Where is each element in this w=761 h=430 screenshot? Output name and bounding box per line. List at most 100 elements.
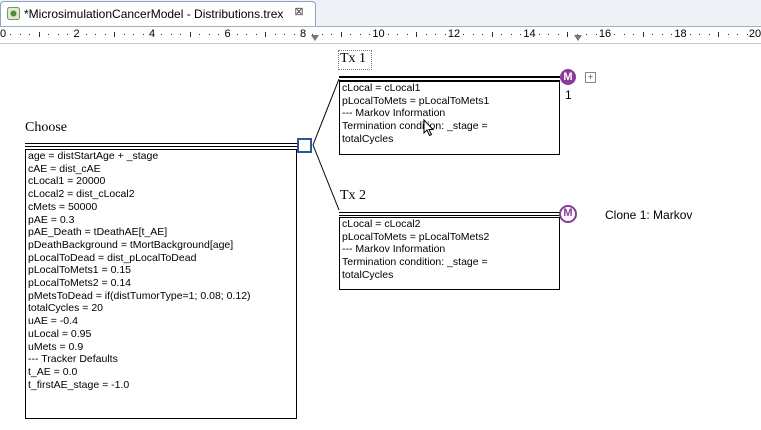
definition-line: pLocalToMets = pLocalToMets2 — [342, 230, 490, 243]
ruler-dot — [397, 34, 399, 35]
ruler-dot — [312, 34, 314, 35]
ruler-dot — [746, 34, 748, 35]
ruler-dot — [218, 34, 220, 35]
ruler-dot — [321, 34, 323, 35]
ruler-tick — [265, 32, 267, 37]
ruler-number: 12 — [447, 28, 461, 40]
definition-line: pLocalToMets1 = 0.15 — [28, 264, 132, 277]
definition-line: Termination condition: _stage = — [342, 256, 488, 269]
ruler-dot — [133, 34, 135, 35]
ruler-dot — [557, 34, 559, 35]
ruler-tick — [642, 32, 644, 37]
ruler-dot — [95, 34, 97, 35]
ruler-number: 6 — [224, 28, 231, 40]
ruler-dot — [359, 34, 361, 35]
ruler-dot — [142, 34, 144, 35]
ruler-dot — [180, 34, 182, 35]
ruler-tick — [38, 32, 40, 37]
ruler-dot — [737, 34, 739, 35]
tx1-label-focus — [338, 50, 372, 70]
definition-line: t_firstAE_stage = -1.0 — [28, 378, 130, 391]
ruler-dot — [444, 34, 446, 35]
tab-title: *MicrosimulationCancerModel - Distributi… — [24, 7, 284, 21]
ruler-tick — [416, 32, 418, 37]
ruler-number: 0 — [0, 28, 7, 40]
definition-line: cLocal = cLocal1 — [342, 82, 421, 94]
ruler-dot — [501, 34, 503, 35]
ruler-dot — [520, 34, 522, 35]
tx1-node-label[interactable]: Tx 1 — [340, 51, 367, 66]
ruler-dot — [10, 34, 12, 35]
definition-line: cAE = dist_cAE — [28, 162, 101, 175]
tx1-branch-count: 1 — [565, 88, 572, 102]
ruler-dot — [661, 34, 663, 35]
definition-line: totalCycles — [342, 132, 394, 145]
ruler-dot — [406, 34, 408, 35]
definition-line: age = distStartAge + _stage — [28, 150, 159, 162]
ruler-dot — [463, 34, 465, 35]
choose-node-definitions[interactable]: age = distStartAge + _stage cAE = dist_c… — [25, 149, 297, 419]
choose-node-label[interactable]: Choose — [25, 120, 67, 135]
ruler-number: 8 — [299, 28, 307, 40]
ruler-dot — [67, 34, 69, 35]
ruler-dot — [246, 34, 248, 35]
ruler-dot — [435, 34, 437, 35]
ruler-dot — [48, 34, 50, 35]
editor-tab[interactable]: *MicrosimulationCancerModel - Distributi… — [0, 1, 316, 26]
ruler-tick — [567, 32, 569, 37]
ruler-dot — [199, 34, 201, 35]
ruler-dot — [350, 34, 352, 35]
ruler-tick — [491, 32, 493, 37]
ruler-number: 14 — [523, 28, 536, 40]
ruler-tick — [114, 32, 116, 37]
definition-line: pAE = 0.3 — [28, 213, 75, 226]
definition-line: --- Markov Information — [342, 243, 446, 256]
ruler-dot — [614, 34, 616, 35]
ruler-tick — [189, 32, 191, 37]
ruler-dot — [57, 34, 59, 35]
choose-node-branch — [25, 143, 297, 147]
definition-line: cMets = 50000 — [28, 200, 98, 213]
tx2-node-definitions[interactable]: cLocal = cLocal2 pLocalToMets = pLocalTo… — [339, 217, 560, 290]
ruler-dot — [236, 34, 238, 35]
tree-file-icon — [7, 7, 20, 20]
ruler-dot — [208, 34, 210, 35]
ruler-dot — [331, 34, 333, 35]
ruler-dot — [387, 34, 389, 35]
ruler-number: 2 — [73, 28, 80, 40]
definition-line: totalCycles = 20 — [28, 302, 103, 315]
ruler-column-marker[interactable] — [574, 35, 582, 41]
ruler-column-marker[interactable] — [311, 35, 319, 41]
ruler-dot — [29, 34, 31, 35]
ruler-number: 4 — [148, 28, 156, 40]
ruler-dot — [255, 34, 257, 35]
markov-clone-node-icon[interactable]: M — [559, 205, 577, 223]
tx1-node-definitions[interactable]: cLocal = cLocal1 pLocalToMets = pLocalTo… — [339, 81, 560, 155]
definition-line: pMetsToDead = if(distTumorType=1; 0.08; … — [28, 289, 251, 302]
ruler-dot — [482, 34, 484, 35]
definition-line: uLocal = 0.95 — [28, 327, 92, 340]
editor-tab-bar: *MicrosimulationCancerModel - Distributi… — [0, 0, 761, 27]
definition-line: uMets = 0.9 — [28, 340, 84, 353]
definition-line: totalCycles — [342, 268, 394, 281]
ruler-dot — [170, 34, 172, 35]
markov-node-icon[interactable]: M — [560, 69, 576, 85]
ruler-dot — [274, 34, 276, 35]
ruler-dot — [284, 34, 286, 35]
ruler-dot — [425, 34, 427, 35]
definition-line: cLocal1 = 20000 — [28, 175, 106, 188]
definition-line: Termination condition: _stage = — [342, 120, 488, 133]
expand-icon[interactable]: + — [585, 72, 596, 83]
definition-line: cLocal = cLocal2 — [342, 218, 421, 230]
ruler-dot — [293, 34, 295, 35]
definition-line: pLocalToDead = dist_pLocalToDead — [28, 251, 197, 264]
ruler-dot — [689, 34, 691, 35]
ruler-dot — [671, 34, 673, 35]
definition-line: pDeathBackground = tMortBackground[age] — [28, 238, 234, 251]
ruler-dot — [472, 34, 474, 35]
close-icon[interactable]: ⊠ — [294, 6, 304, 18]
decision-node-icon[interactable] — [297, 138, 312, 153]
ruler-dot — [652, 34, 654, 35]
definition-line: pLocalToMets2 = 0.14 — [28, 277, 132, 290]
tx2-node-label[interactable]: Tx 2 — [340, 188, 367, 203]
